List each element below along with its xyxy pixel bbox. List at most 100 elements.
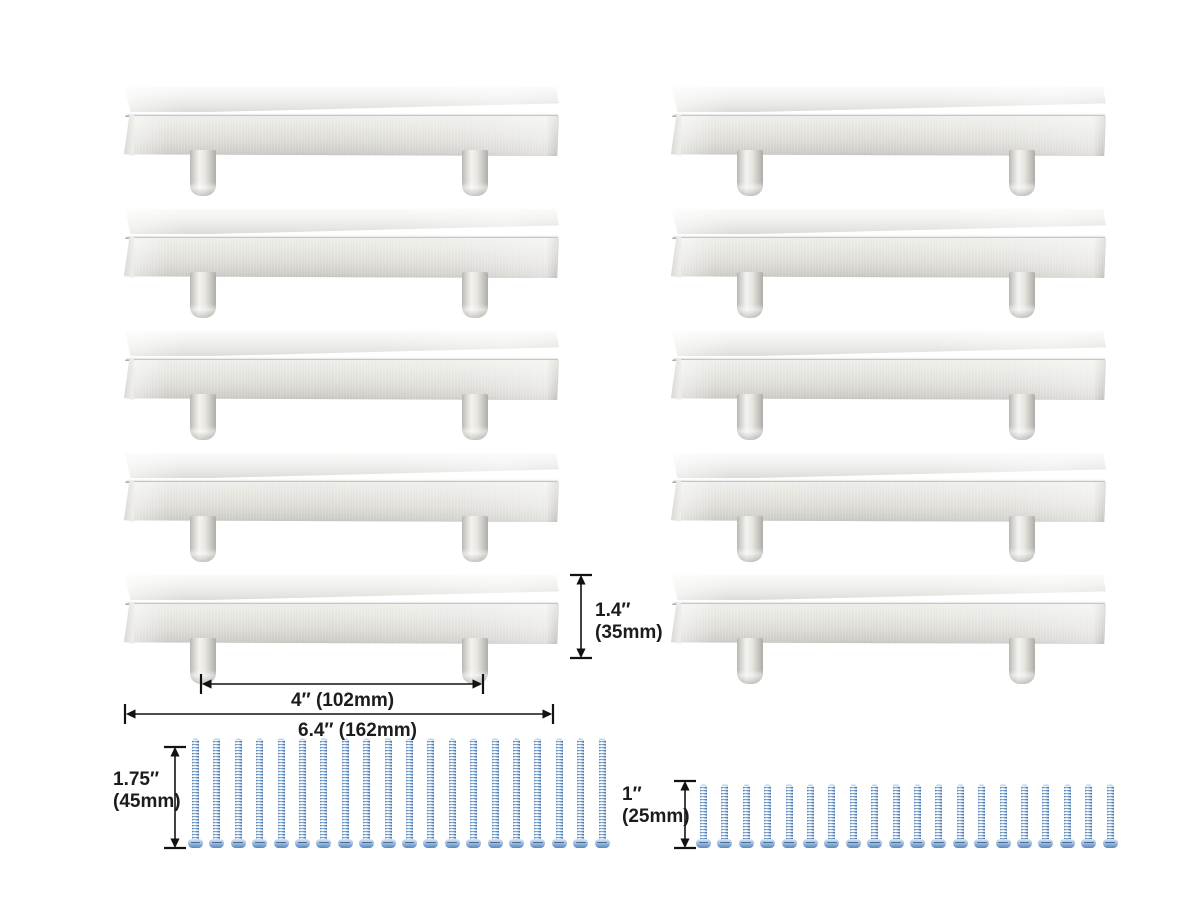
- screw-tip: [914, 784, 921, 787]
- screw-threaded-shaft: [807, 786, 814, 840]
- handle-r4-c1: [124, 452, 559, 562]
- screw-head: [551, 839, 567, 848]
- screw-head: [888, 839, 904, 848]
- handle-bar-top-face: [671, 86, 1106, 114]
- screw-head: [508, 839, 525, 848]
- dimension-short-screw-metric: (25mm): [622, 806, 690, 828]
- handle-bar-edge-highlight: [672, 600, 1105, 605]
- handle-mounting-post-right: [462, 150, 488, 196]
- screw-tip: [214, 738, 220, 741]
- screw-tip: [578, 738, 584, 741]
- screw: [466, 738, 482, 848]
- screw: [401, 738, 418, 848]
- dimension-center-to-center-label: 4″ (102mm): [291, 690, 395, 711]
- screw-head: [230, 839, 246, 848]
- handle-mounting-post-left: [737, 394, 763, 440]
- screw-tip: [299, 738, 306, 741]
- handle-bar-top-face: [124, 208, 559, 236]
- handle-bar-front-face: [671, 116, 1106, 156]
- screw-head: [401, 839, 418, 848]
- screw: [380, 738, 396, 848]
- screw-threaded-shaft: [1021, 786, 1028, 840]
- dimension-long-screw-metric: (45mm): [113, 791, 181, 813]
- screw-tip: [513, 738, 520, 741]
- screw-tip: [786, 784, 792, 787]
- handle-bar-front-face: [124, 604, 559, 644]
- screw-tip: [1086, 784, 1092, 787]
- handle-mounting-post-left: [737, 150, 763, 196]
- handle-bar-front-face: [671, 604, 1106, 644]
- handle-r3-c1: [124, 330, 559, 440]
- handle-bar-end-cap: [671, 603, 681, 644]
- handle-mounting-post-left: [190, 638, 216, 684]
- handle-bar-top-face: [124, 330, 559, 358]
- screw: [760, 784, 776, 848]
- handle-mounting-post-right: [1009, 150, 1035, 196]
- screw-threaded-shaft: [978, 786, 986, 840]
- screw-tip: [257, 738, 263, 741]
- screw-tip: [428, 738, 434, 741]
- screw-head: [695, 839, 712, 848]
- screw-threaded-shaft: [999, 786, 1007, 840]
- screw-head: [294, 839, 311, 848]
- screw-tip: [893, 784, 899, 787]
- handle-bar-front-face: [124, 360, 559, 400]
- screw-threaded-shaft: [956, 786, 964, 840]
- screw-tip: [449, 738, 455, 741]
- screw-head: [1059, 839, 1075, 848]
- screw: [187, 738, 204, 848]
- handle-r2-c1: [124, 208, 559, 318]
- screw-tip: [342, 738, 348, 741]
- dimension-projection-inches: 1.4″: [595, 600, 631, 621]
- screw-threaded-shaft: [742, 786, 750, 840]
- handle-bar-front-face: [671, 360, 1106, 400]
- screw-threaded-shaft: [256, 740, 264, 840]
- screw-threaded-shaft: [277, 740, 285, 840]
- dimension-short-screw-label: 1″ (25mm): [622, 784, 690, 829]
- handle-bar-top-face: [671, 208, 1106, 236]
- handle-r1-c2: [671, 86, 1106, 196]
- handle-bar-end-cap: [671, 359, 681, 400]
- screw-head: [738, 839, 754, 848]
- screw-head: [423, 839, 439, 848]
- handle-mounting-post-left: [737, 516, 763, 562]
- screw-tip: [556, 738, 562, 741]
- screw: [1081, 784, 1097, 848]
- screw-head: [530, 839, 546, 848]
- screw: [867, 784, 883, 848]
- screw: [717, 784, 733, 848]
- screw-threaded-shaft: [363, 740, 371, 840]
- handle-bar-top-face: [124, 86, 559, 114]
- screw: [1016, 784, 1033, 848]
- screw-tip: [1043, 784, 1049, 787]
- handle-bar-top-face: [671, 574, 1106, 602]
- handle-mounting-post-right: [1009, 638, 1035, 684]
- handle-bar-edge-highlight: [672, 356, 1105, 361]
- screw: [995, 784, 1011, 848]
- handle-bar-front-face: [124, 238, 559, 278]
- screw-head: [781, 839, 797, 848]
- screw-tip: [829, 784, 835, 787]
- screw-threaded-shaft: [721, 786, 729, 840]
- handle-bar-end-cap: [124, 481, 134, 522]
- screw-head: [573, 839, 589, 848]
- handle-bar-top-face: [124, 574, 559, 602]
- screw-tip: [535, 738, 541, 741]
- handle-r2-c2: [671, 208, 1106, 318]
- handle-r3-c2: [671, 330, 1106, 440]
- dimension-projection-graphic: [570, 573, 592, 660]
- screw-tip: [1021, 784, 1028, 787]
- screw-tip: [599, 738, 605, 741]
- screw-tip: [765, 784, 771, 787]
- screw-head: [974, 839, 990, 848]
- handle-mounting-post-right: [1009, 394, 1035, 440]
- handle-mounting-post-right: [462, 516, 488, 562]
- screw-threaded-shaft: [470, 740, 478, 840]
- screw-tip: [936, 784, 942, 787]
- handle-bar-end-cap: [124, 359, 134, 400]
- screw-head: [209, 839, 225, 848]
- handle-bar-end-cap: [671, 481, 681, 522]
- handle-bar-front-face: [671, 238, 1106, 278]
- screw: [738, 784, 754, 848]
- screw-tip: [1107, 784, 1113, 787]
